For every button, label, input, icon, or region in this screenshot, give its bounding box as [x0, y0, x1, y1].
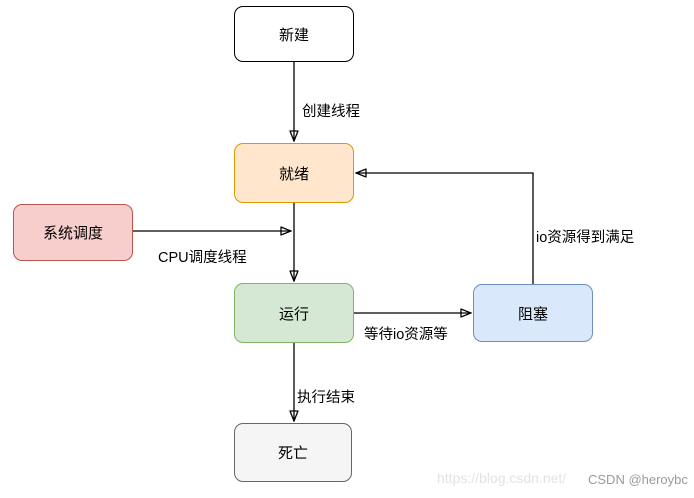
state-dead-label: 死亡: [277, 445, 308, 462]
edge-label-create-thread: 创建线程: [302, 104, 360, 120]
state-running-label: 运行: [278, 305, 309, 323]
state-box-new: 新建: [234, 6, 354, 62]
edge-label-cpu-schedule: CPU调度线程: [158, 250, 247, 266]
watermark-badge: CSDN @heroybc: [588, 472, 688, 487]
edge-label-exec-finish: 执行结束: [297, 390, 355, 406]
state-box-dead: 死亡: [234, 423, 352, 482]
state-blocked-label: 阻塞: [517, 305, 548, 323]
state-box-scheduler: 系统调度: [13, 204, 133, 261]
state-scheduler-label: 系统调度: [42, 225, 103, 242]
edge-label-wait-io: 等待io资源等: [364, 327, 448, 343]
state-new-label: 新建: [278, 26, 309, 44]
edge-label-io-satisfied: io资源得到满足: [536, 230, 635, 246]
state-box-ready: 就绪: [234, 143, 354, 203]
state-box-blocked: 阻塞: [473, 284, 593, 342]
state-ready-label: 就绪: [278, 165, 309, 183]
watermark-url-text: https://blog.csdn.net/: [437, 470, 567, 486]
state-box-running: 运行: [234, 283, 354, 343]
edge-blocked-to-ready: [356, 173, 534, 284]
